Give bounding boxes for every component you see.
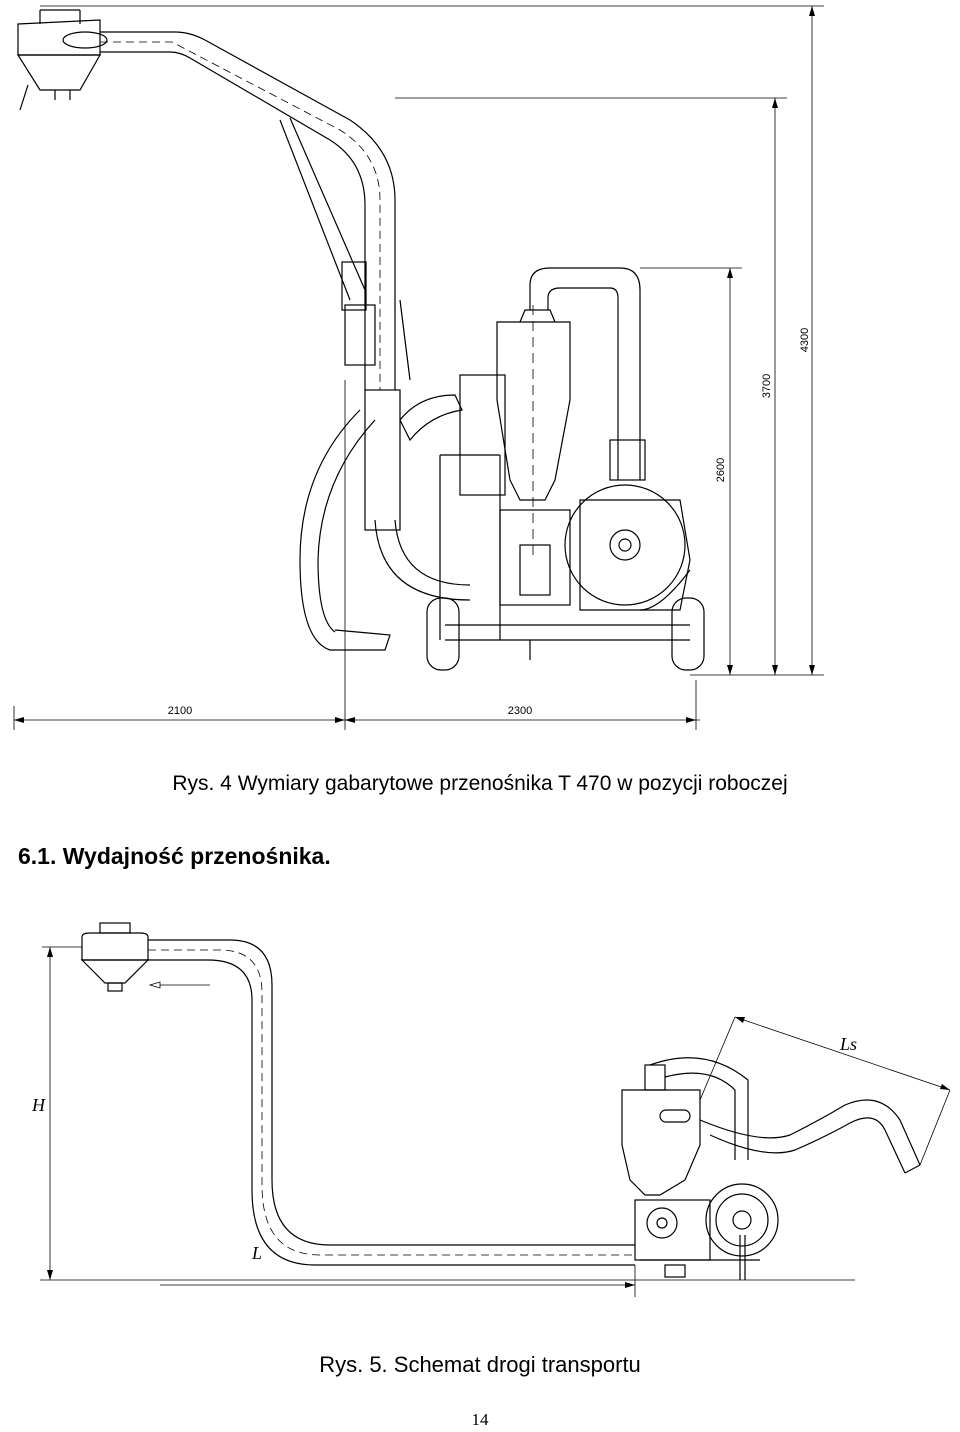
dim-height-3700: 3700 xyxy=(761,374,773,398)
dim-height-2600: 2600 xyxy=(715,458,727,482)
figure-1-drawing: 2100 2300 2600 3700 4300 xyxy=(13,5,824,730)
figure-1-caption: Rys. 4 Wymiary gabarytowe przenośnika T … xyxy=(172,772,788,795)
dim-height-4300: 4300 xyxy=(799,328,811,352)
dim-width-right: 2300 xyxy=(508,705,532,717)
figure-2-drawing: H L Ls xyxy=(31,922,951,1297)
label-suction-length-ls: Ls xyxy=(839,1034,857,1054)
label-length-l: L xyxy=(251,1243,262,1263)
dim-width-left: 2100 xyxy=(168,705,192,717)
page-number: 14 xyxy=(471,1410,489,1429)
figure-2-caption: Rys. 5. Schemat drogi transportu xyxy=(319,1352,641,1377)
label-height-h: H xyxy=(31,1095,46,1115)
section-heading: 6.1. Wydajność przenośnika. xyxy=(18,843,331,869)
